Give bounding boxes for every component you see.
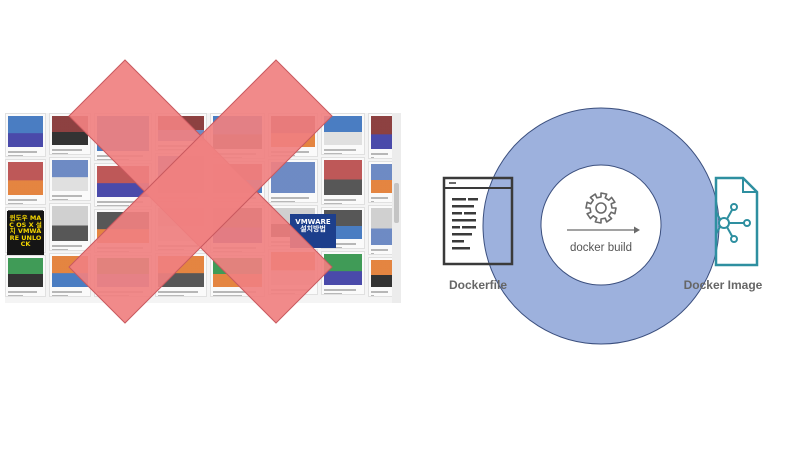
process-ring (482, 107, 720, 345)
dockerfile-label: Dockerfile (449, 278, 507, 292)
gear-outline (585, 192, 617, 224)
gear-hub (595, 202, 607, 214)
screenshot-thumbnail[interactable] (321, 251, 365, 295)
tile-macos-unlock: 윈도우 MAC OS X 설치 VMWARE UNLOCK (7, 211, 44, 255)
screenshot-thumbnail[interactable] (5, 113, 46, 157)
thumbnail-column (368, 113, 397, 303)
build-arrow-icon (567, 226, 640, 234)
grid-scrollbar[interactable] (392, 113, 401, 303)
dockerfile-document-icon (442, 176, 514, 266)
docker-image-file-icon (714, 176, 759, 267)
screenshot-thumbnail[interactable] (49, 157, 91, 201)
thumbnail-column (321, 113, 365, 303)
tile-macos-unlock-label: 윈도우 MAC OS X 설치 VMWARE UNLOCK (9, 214, 42, 248)
code-lines (452, 198, 478, 250)
screenshot-thumbnail[interactable] (321, 157, 365, 205)
docker-build-label: docker build (570, 242, 632, 254)
network-hub-icon (715, 203, 751, 243)
screenshot-thumbnail[interactable] (5, 255, 46, 297)
grid-scrollbar-thumb[interactable] (394, 183, 399, 223)
gear-icon (585, 192, 617, 224)
screenshot-thumbnail[interactable] (49, 203, 91, 251)
docker-image-label: Docker Image (684, 278, 763, 292)
screenshot-thumbnail[interactable] (5, 159, 46, 205)
tile-vmware-install-label: VMWARE 설치방법 (295, 218, 331, 233)
cross-bar-2 (68, 59, 333, 324)
